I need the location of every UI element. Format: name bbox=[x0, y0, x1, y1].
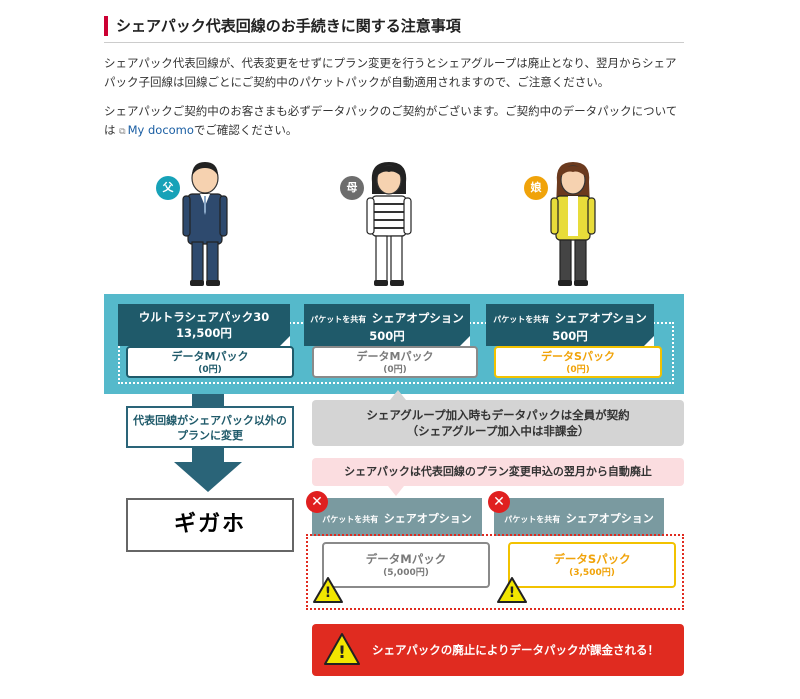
plan-change-box: 代表回線がシェアパック以外の プランに変更 bbox=[126, 406, 294, 448]
share-option-plan-mother: パケットを共有 シェアオプション 500円 bbox=[304, 304, 470, 346]
daughter-badge: 娘 bbox=[524, 176, 548, 200]
warning-icon: ! bbox=[322, 631, 362, 667]
cancel-x-icon: ✕ bbox=[488, 491, 510, 513]
down-arrow-icon bbox=[174, 462, 242, 492]
share-option-after-mother: パケットを共有 シェアオプション bbox=[312, 498, 482, 536]
plan-prefix: パケットを共有 bbox=[322, 515, 379, 524]
father-badge: 父 bbox=[156, 176, 180, 200]
charge-warning-text: シェアパックの廃止によりデータパックが課金される！ bbox=[372, 643, 660, 657]
plan-name: ウルトラシェアパック30 bbox=[138, 310, 270, 324]
plan-prefix: パケットを共有 bbox=[310, 315, 367, 324]
external-link-icon: ⧉ bbox=[119, 127, 126, 137]
pink-note-pointer bbox=[388, 486, 404, 496]
page-fold-corner bbox=[280, 336, 290, 346]
warning-icon: ! bbox=[312, 576, 344, 604]
warning-mark: ! bbox=[508, 585, 516, 601]
page-fold-corner bbox=[460, 336, 470, 346]
warning-mark: ! bbox=[338, 643, 346, 663]
data-m-pack-charged: データMパック (5,000円) bbox=[322, 542, 490, 588]
notice-paragraph-2: シェアパックご契約中のお客さまも必ずデータパックのご契約がございます。ご契約中の… bbox=[104, 102, 684, 142]
plan-name: シェアオプション bbox=[371, 311, 464, 325]
pack-name: データMパック bbox=[356, 350, 434, 363]
data-s-pack-charged: データSパック (3,500円) bbox=[508, 542, 676, 588]
paragraph-2-text-end: でご確認ください。 bbox=[193, 123, 298, 137]
plan-change-line-2: プランに変更 bbox=[177, 429, 243, 442]
mother-illustration bbox=[364, 160, 414, 290]
plan-name: シェアオプション bbox=[565, 512, 654, 525]
charge-warning-banner: ! シェアパックの廃止によりデータパックが課金される！ bbox=[312, 624, 684, 676]
data-m-pack-mother: データMパック (0円) bbox=[312, 346, 478, 378]
arrow-shaft-top bbox=[192, 394, 224, 408]
gray-note-pointer bbox=[390, 390, 406, 400]
pack-price: (0円) bbox=[383, 365, 407, 375]
data-m-pack-father: データMパック (0円) bbox=[126, 346, 294, 378]
plan-price: 13,500円 bbox=[176, 326, 232, 340]
plan-change-line-1: 代表回線がシェアパック以外の bbox=[133, 414, 287, 427]
cancel-x-icon: ✕ bbox=[306, 491, 328, 513]
daughter-illustration bbox=[548, 160, 598, 290]
data-s-pack-daughter: データSパック (0円) bbox=[494, 346, 662, 378]
plan-name: シェアオプション bbox=[383, 512, 472, 525]
my-docomo-link[interactable]: My docomo bbox=[127, 123, 194, 137]
pack-name: データSパック bbox=[541, 350, 615, 363]
share-group-note: シェアグループ加入時もデータパックは全員が契約 （シェアグループ加入中は非課金） bbox=[312, 400, 684, 446]
share-option-plan-daughter: パケットを共有 シェアオプション 500円 bbox=[486, 304, 654, 346]
heading-text: シェアパック代表回線のお手続きに関する注意事項 bbox=[116, 17, 461, 35]
share-group-note-line-1: シェアグループ加入時もデータパックは全員が契約 bbox=[366, 408, 630, 422]
plan-price: 500円 bbox=[369, 329, 405, 343]
warning-icon: ! bbox=[496, 576, 528, 604]
pack-price: (3,500円) bbox=[569, 568, 615, 578]
pack-name: データMパック bbox=[365, 552, 447, 566]
pack-name: データSパック bbox=[553, 552, 631, 566]
warning-mark: ! bbox=[324, 585, 332, 601]
pack-price: (0円) bbox=[566, 365, 590, 375]
share-group-note-line-2: （シェアグループ加入中は非課金） bbox=[406, 424, 590, 438]
pack-price: (5,000円) bbox=[383, 568, 429, 578]
section-heading: シェアパック代表回線のお手続きに関する注意事項 bbox=[104, 16, 684, 43]
arrow-shaft-bottom bbox=[192, 448, 224, 462]
father-illustration bbox=[180, 160, 230, 290]
pack-name: データMパック bbox=[171, 350, 249, 363]
auto-abolish-note: シェアパックは代表回線のプラン変更申込の翌月から自動廃止 bbox=[312, 458, 684, 486]
notice-paragraph-1: シェアパック代表回線が、代表変更をせずにプラン変更を行うとシェアグループは廃止と… bbox=[104, 56, 677, 89]
heading-accent-bar bbox=[104, 16, 108, 36]
charged-packs-outline bbox=[306, 534, 684, 610]
paragraph-2-text: シェアパックご契約中のお客さまも必ずデータパックのご契約がございます。ご契約中の… bbox=[104, 104, 678, 137]
share-option-after-daughter: パケットを共有 シェアオプション bbox=[494, 498, 664, 536]
mother-badge: 母 bbox=[340, 176, 364, 200]
page-fold-corner bbox=[644, 336, 654, 346]
pack-price: (0円) bbox=[198, 365, 222, 375]
plan-name: シェアオプション bbox=[554, 311, 647, 325]
ultra-share-pack-plan: ウルトラシェアパック30 13,500円 bbox=[118, 304, 290, 346]
gigaho-plan-box: ギガホ bbox=[126, 498, 294, 552]
plan-prefix: パケットを共有 bbox=[504, 515, 561, 524]
plan-prefix: パケットを共有 bbox=[493, 315, 550, 324]
plan-price: 500円 bbox=[552, 329, 588, 343]
